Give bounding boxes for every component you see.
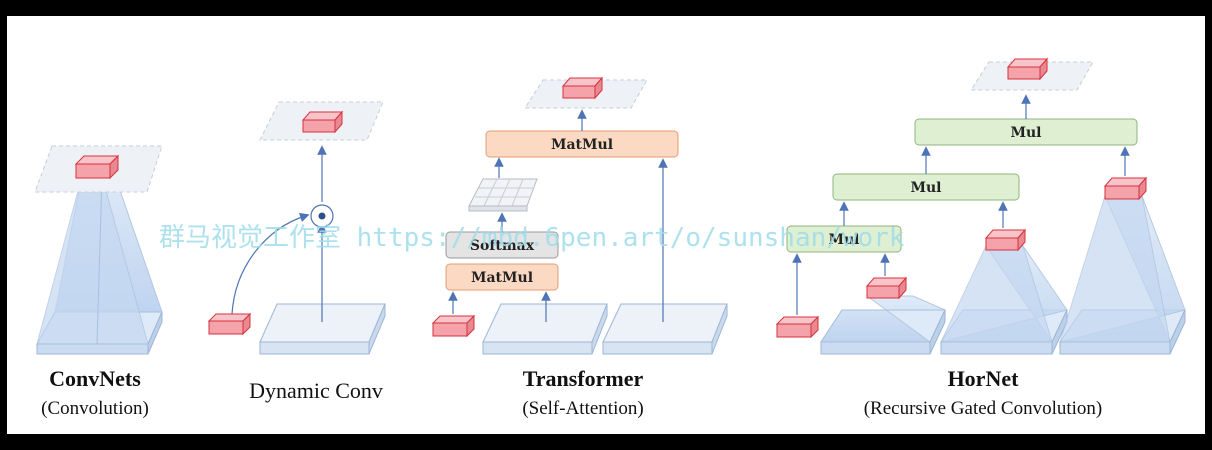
hornet-section: Mul Mul Mul — [775, 57, 1186, 419]
mul-bottom-label: Mul — [829, 232, 860, 248]
transformer-value-slab — [602, 303, 728, 355]
dynamic-conv-section: Dynamic Conv — [207, 101, 386, 403]
hornet-mul-mid-block: Mul — [832, 173, 1020, 201]
hornet-input-token — [775, 315, 820, 339]
bottom-matmul-label: MatMul — [471, 270, 533, 286]
hornet-output-token — [1006, 57, 1049, 81]
hornet-order3-block — [1059, 176, 1186, 355]
dynamic-conv-input-slab — [259, 303, 386, 355]
architecture-comparison-diagram: ConvNets (Convolution) Dynamic — [34, 57, 1186, 419]
hornet-subtitle: (Recursive Gated Convolution) — [864, 398, 1103, 419]
hornet-mul-top-block: Mul — [914, 118, 1138, 146]
dynamic-conv-weight-arrow — [231, 212, 310, 315]
convnets-output-token — [74, 154, 120, 180]
transformer-key-slab — [482, 303, 608, 355]
hornet-order2-block — [940, 228, 1068, 355]
transformer-output-token — [561, 76, 604, 100]
dynamic-conv-output-token — [301, 110, 344, 134]
hornet-mul-bottom-block: Mul — [786, 225, 902, 253]
mul-mid-label: Mul — [911, 180, 942, 196]
attention-map — [468, 178, 538, 212]
watermark-text: 群马视觉工作室 https://mbd.6pen.art/o/sunshan/w… — [159, 223, 905, 253]
hornet-order1-block — [820, 276, 946, 355]
mul-top-label: Mul — [1011, 125, 1042, 141]
convnets-receptive-field — [36, 175, 163, 345]
transformer-top-matmul-block: MatMul — [485, 130, 679, 158]
diagram-panel: ConvNets (Convolution) Dynamic — [7, 16, 1205, 434]
dynamic-conv-title: Dynamic Conv — [249, 378, 383, 403]
dynamic-conv-weight-token — [207, 312, 252, 336]
convnets-section: ConvNets (Convolution) — [34, 145, 163, 419]
top-matmul-label: MatMul — [551, 137, 613, 153]
hornet-title: HorNet — [948, 366, 1020, 391]
transformer-section: MatMul Softmax MatMul — [431, 76, 728, 419]
multiply-operator-icon — [310, 204, 334, 228]
convnets-title: ConvNets — [49, 366, 141, 391]
transformer-subtitle: (Self-Attention) — [522, 398, 643, 419]
transformer-query-token — [431, 314, 476, 338]
transformer-title: Transformer — [523, 366, 644, 391]
softmax-label: Softmax — [470, 238, 535, 254]
convnets-subtitle: (Convolution) — [41, 398, 149, 419]
transformer-bottom-matmul-block: MatMul — [445, 263, 559, 291]
